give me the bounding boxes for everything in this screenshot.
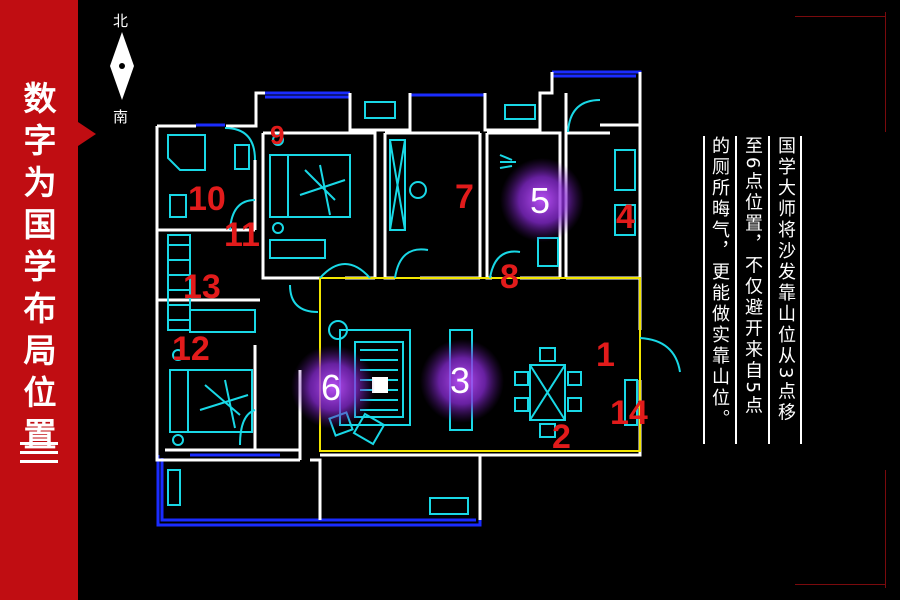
position-8-marker: 8 (500, 258, 519, 296)
coffee-table (372, 377, 388, 393)
sidebar-title: 数字为国学布局位置 (23, 79, 57, 454)
position-6-label: 6 (321, 367, 342, 408)
note-divider-left (735, 136, 737, 444)
compass-south-label: 南 (113, 108, 129, 126)
sidebar-underline-icon (20, 438, 58, 464)
sidebar-title-wrap: 数字为国学布局位置 (19, 78, 61, 456)
position-4-marker: 4 (616, 198, 635, 236)
note-divider-right (800, 136, 802, 444)
sidebar-panel (0, 0, 78, 600)
position-2-marker: 2 (552, 418, 571, 456)
frame-bottom-line (795, 584, 885, 585)
glow-circle-6 (291, 345, 375, 429)
position-1-marker: 1 (596, 336, 615, 374)
frame-top-line (795, 16, 885, 17)
compass-north-label: 北 (113, 12, 129, 30)
sidebar-pointer-icon (78, 122, 96, 146)
note-divider-outer (703, 136, 705, 444)
note-line-2: 至6点位置，不仅避开来自5点 (742, 136, 763, 417)
compass-needle-icon (110, 32, 134, 100)
position-14-marker: 14 (610, 394, 648, 432)
glow-circle-3 (420, 339, 504, 423)
position-3-label: 3 (450, 360, 471, 401)
position-5-label: 5 (530, 180, 551, 221)
note-line-3: 的厕所晦气，更能做实靠山位。 (709, 136, 730, 430)
note-line-1: 国学大师将沙发靠山位从3点移 (775, 136, 796, 424)
position-10-marker: 10 (188, 180, 226, 218)
frame-right-line-bottom (885, 470, 886, 588)
position-7-marker: 7 (455, 178, 474, 216)
position-11-marker: 11 (224, 216, 260, 254)
frame-right-line-top (885, 12, 886, 132)
position-12-marker: 12 (172, 330, 210, 368)
door-swings (224, 99, 681, 446)
note-divider-mid (768, 136, 770, 444)
position-9-marker: 9 (270, 120, 285, 150)
position-13-marker: 13 (183, 268, 221, 306)
glow-circle-5 (500, 158, 584, 242)
window-lines (156, 70, 642, 527)
